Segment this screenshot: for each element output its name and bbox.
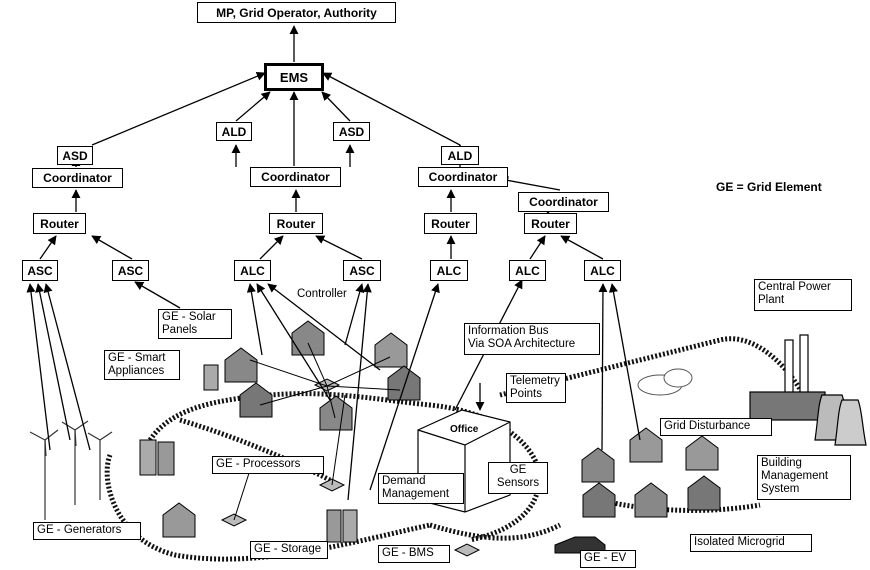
ald-center-box: ALD — [216, 122, 252, 141]
router-box-1: Router — [33, 213, 86, 234]
asc-box-1: ASC — [22, 260, 58, 281]
grid-disturbance-label: Grid Disturbance — [660, 418, 772, 436]
controller-label: Controller — [297, 288, 347, 300]
alc-box-1: ALC — [234, 260, 271, 281]
houses-illustration — [162, 320, 721, 538]
office-label: Office — [450, 424, 479, 435]
ev-car-illustration — [554, 536, 606, 554]
processors-label: GE - Processors — [212, 456, 324, 474]
coordinator-box-1: Coordinator — [32, 168, 123, 188]
building-management-label: Building Management System — [757, 455, 851, 500]
hierarchy-arrows — [26, 25, 641, 501]
router-box-2: Router — [269, 213, 323, 234]
router-box-3: Router — [424, 213, 477, 234]
asc-box-2: ASC — [112, 260, 149, 281]
coordinator-box-2: Coordinator — [250, 167, 341, 187]
authority-box: MP, Grid Operator, Authority — [197, 2, 396, 23]
central-power-plant-illustration — [749, 334, 867, 446]
coordinator-box-3: Coordinator — [418, 167, 508, 187]
alc-box-4: ALC — [584, 260, 621, 281]
cloud-shape — [637, 368, 693, 396]
telemetry-points-label: Telemetry Points — [506, 373, 566, 403]
central-power-plant-label: Central Power Plant — [754, 279, 852, 311]
wind-turbines-illustration — [29, 420, 113, 520]
asc-box-3: ASC — [343, 260, 381, 281]
ge-sensors-label: GE Sensors — [488, 462, 548, 494]
storage-barrels-illustration — [139, 364, 358, 543]
bms-label: GE - BMS — [378, 545, 450, 563]
ems-box: EMS — [264, 63, 324, 91]
solar-panels-label: GE - Solar Panels — [158, 309, 232, 339]
isolated-microgrid-label: Isolated Microgrid — [690, 534, 812, 552]
generators-label: GE - Generators — [33, 522, 141, 540]
demand-management-label: Demand Management — [378, 473, 464, 504]
legend-text: GE = Grid Element — [716, 180, 822, 194]
ev-label: GE - EV — [580, 550, 636, 568]
smart-appliances-label: GE - Smart Appliances — [104, 350, 180, 380]
ald-right-box: ALD — [441, 146, 479, 165]
alc-box-2: ALC — [430, 260, 468, 281]
coordinator-box-4: Coordinator — [518, 192, 609, 212]
alc-box-3: ALC — [509, 260, 546, 281]
controller-links — [233, 342, 401, 521]
router-box-4: Router — [524, 213, 577, 234]
storage-label: GE - Storage — [250, 541, 328, 559]
asd-center-box: ASD — [333, 122, 370, 141]
asd-left-box: ASD — [57, 146, 93, 165]
information-bus-label: Information Bus Via SOA Architecture — [464, 323, 600, 355]
